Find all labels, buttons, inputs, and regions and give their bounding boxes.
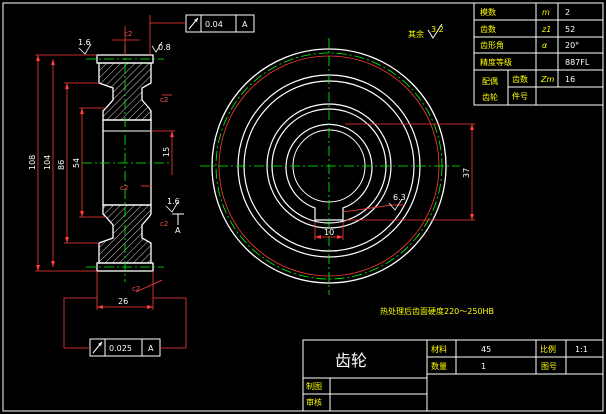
title-block-text: 齿轮 材料 45 比例 1:1 数量 1 图号 制图 审核 <box>306 344 588 407</box>
chamfer-hub-top-label: c2 <box>160 96 168 104</box>
roughness-keyway-icon <box>388 198 403 211</box>
param-symbol-pressure-angle: α <box>542 41 548 50</box>
section-bore <box>102 119 152 206</box>
dim-54-label: 54 <box>72 158 81 168</box>
param-value-pressure-angle: 20° <box>565 41 579 50</box>
param-symbol-teeth: z1 <box>541 25 551 34</box>
dim-37-label: 37 <box>462 168 471 178</box>
roughness-b-label: 0.8 <box>158 43 171 52</box>
gear-parameter-table <box>473 2 604 106</box>
dim-26-label: 26 <box>118 297 128 306</box>
scale-label: 比例 <box>540 344 556 354</box>
param-value-accuracy: 887FL <box>565 58 590 67</box>
roughness-symbol-icon <box>427 23 443 39</box>
tolerance-bottom-datum: A <box>148 344 154 353</box>
param-value-module: 2 <box>565 8 570 17</box>
param-label-module: 模数 <box>480 7 496 17</box>
quantity-label: 数量 <box>431 361 447 371</box>
tolerance-frame-bottom: 0.025 A <box>64 338 186 357</box>
remaining-roughness-value: 3.2 <box>431 25 444 34</box>
part-name-title: 齿轮 <box>335 351 367 370</box>
drawing-no-label: 图号 <box>541 362 557 371</box>
roughness-a-label: 1.6 <box>78 38 91 47</box>
chamfer-hub-bottom-label: c2 <box>160 220 168 228</box>
front-dimension-text: 37 10 6.3 <box>324 168 471 237</box>
param-value-mating-teeth: 16 <box>565 75 575 84</box>
param-label-mating-teeth: 齿数 <box>512 74 528 84</box>
quantity-value: 1 <box>481 362 486 371</box>
front-view <box>200 38 460 295</box>
roughness-b-icon <box>151 41 163 53</box>
checked-by-label: 审核 <box>306 397 322 407</box>
param-label-mating-2: 齿轮 <box>482 92 498 102</box>
dim-15-label: 15 <box>162 147 171 157</box>
chamfer-top-label: c2 <box>124 30 132 38</box>
front-dimension-arrows <box>315 124 474 239</box>
roughness-keyway-label: 6.3 <box>393 193 406 202</box>
chamfer-bore-label: c2 <box>120 184 128 192</box>
param-value-teeth: 52 <box>565 25 575 34</box>
remaining-roughness-note: 其余 3.2 <box>408 23 444 39</box>
section-dimension-text: 108 104 86 54 15 26 c2 c2 c2 c2 c2 1.6 0… <box>28 30 184 306</box>
material-label: 材料 <box>431 344 447 354</box>
param-label-part-no: 件号 <box>512 91 528 101</box>
bore-keyway <box>285 123 373 221</box>
section-view <box>82 45 172 282</box>
dim-86-label: 86 <box>57 160 66 170</box>
param-label-teeth: 齿数 <box>480 24 496 34</box>
remaining-label: 其余 <box>408 29 424 39</box>
dim-108-label: 108 <box>28 155 37 170</box>
section-dimension-arrows <box>36 55 174 309</box>
drawn-by-label: 制图 <box>306 381 322 391</box>
param-label-mating-1: 配偶 <box>482 76 498 86</box>
title-block <box>302 339 604 412</box>
roughness-c-icon <box>165 201 179 213</box>
gear-parameter-text: 模数 m 2 齿数 z1 52 齿形角 α 20° 精度等级 887FL 配偶 … <box>480 7 590 102</box>
tolerance-frame-top: 0.04 A <box>150 14 255 33</box>
param-symbol-module: m <box>542 8 550 17</box>
roughness-c-label: 1.6 <box>167 197 180 206</box>
chamfer-bottom-label: c2 <box>132 285 140 293</box>
section-dimensions <box>35 15 187 348</box>
roughness-a-icon <box>78 43 92 55</box>
tolerance-top-value: 0.04 <box>205 20 223 29</box>
dim-104-label: 104 <box>43 155 52 170</box>
addendum-circle <box>211 48 447 284</box>
param-symbol-mating-teeth: Zm <box>540 75 554 84</box>
tolerance-top-datum: A <box>242 20 248 29</box>
param-label-accuracy: 精度等级 <box>480 57 512 67</box>
dim-10-label: 10 <box>324 228 334 237</box>
heat-treatment-note: 热处理后齿面硬度220～250HB <box>380 306 494 316</box>
scale-value: 1:1 <box>575 345 588 354</box>
datum-a-label: A <box>175 226 181 235</box>
param-label-pressure-angle: 齿形角 <box>480 40 504 50</box>
material-value: 45 <box>481 345 491 354</box>
tolerance-bottom-value: 0.025 <box>109 344 132 353</box>
